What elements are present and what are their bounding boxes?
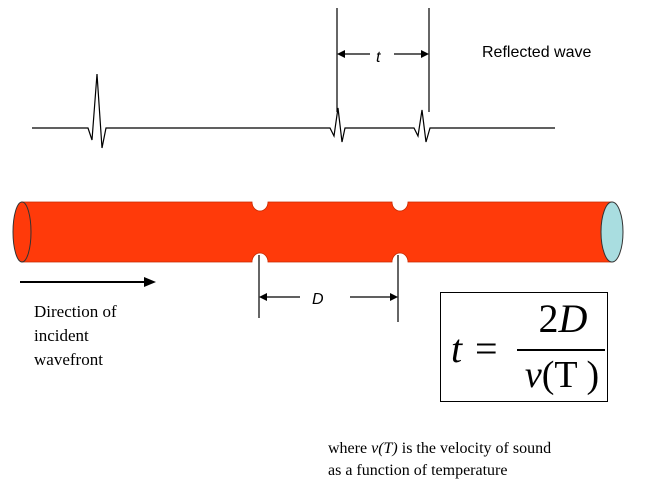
direction-label-line1: Direction of xyxy=(34,302,117,321)
formula-equals: = xyxy=(475,326,498,371)
t-arrowhead-right xyxy=(421,50,429,58)
velocity-note-line2: as a function of temperature xyxy=(328,462,508,479)
formula-numerator: 2D xyxy=(523,295,603,342)
pipe-left-end xyxy=(12,201,32,263)
formula-denominator-func: v xyxy=(524,354,542,396)
direction-label-line2: incident xyxy=(34,326,89,345)
formula-numerator-coef: 2 xyxy=(538,296,559,341)
formula-denominator: v(T ) xyxy=(517,353,607,397)
reflected-wave-label: Reflected wave xyxy=(482,44,592,61)
pipe-right-end xyxy=(600,201,624,263)
note-prefix: where xyxy=(328,440,372,457)
d-label: D xyxy=(312,291,324,308)
formula-box: t = 2D v(T ) xyxy=(440,292,608,402)
velocity-note: where v(T) is the velocity of sound as a… xyxy=(328,438,551,482)
formula: t = 2D v(T ) xyxy=(441,293,607,401)
direction-label: Direction of incident wavefront xyxy=(34,300,174,372)
direction-arrowhead xyxy=(144,277,156,287)
t-label: t xyxy=(376,49,381,66)
pipe xyxy=(12,201,624,263)
formula-fraction-bar xyxy=(517,349,605,351)
formula-numerator-var: D xyxy=(558,296,588,341)
velocity-note-line1: where v(T) is the velocity of sound xyxy=(328,438,551,460)
note-suffix: is the velocity of sound xyxy=(397,440,552,457)
formula-lhs: t xyxy=(451,326,463,371)
note-symbol: v(T) xyxy=(371,440,398,457)
reflected-waveform xyxy=(32,73,555,149)
d-arrowhead-right xyxy=(390,293,398,301)
direction-label-line3: wavefront xyxy=(34,350,103,369)
formula-denominator-arg: (T ) xyxy=(541,354,600,396)
d-arrowhead-left xyxy=(259,293,267,301)
t-arrowhead-left xyxy=(337,50,345,58)
pipe-body xyxy=(21,201,613,263)
